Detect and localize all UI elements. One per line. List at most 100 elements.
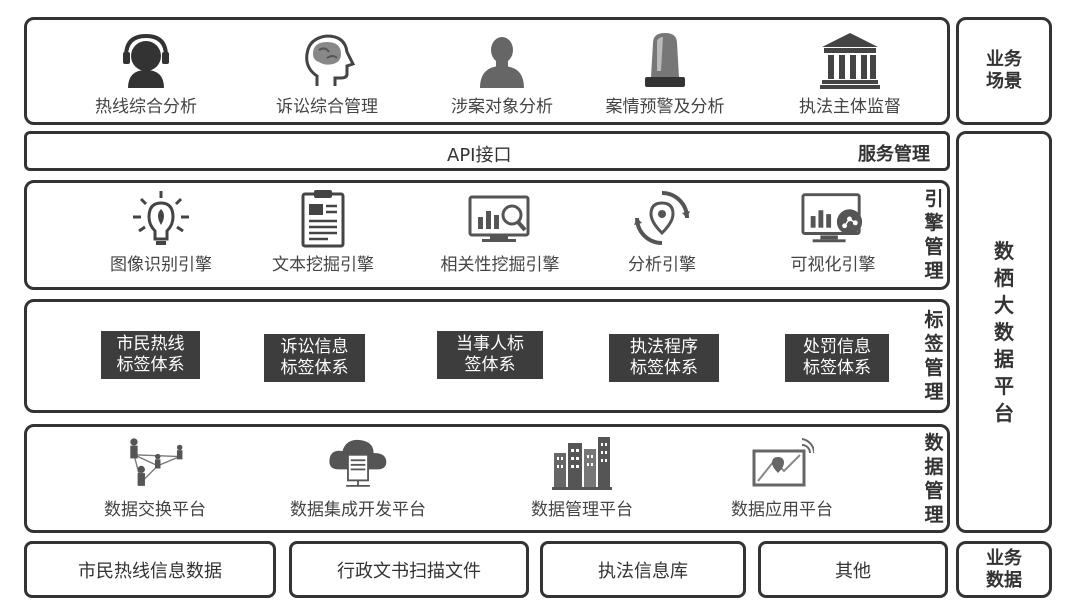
buildings-icon: [550, 433, 614, 493]
tag-line: 市民热线: [116, 334, 185, 354]
data-platform-label: 数据管理平台: [531, 500, 633, 520]
platform-title-char: 据: [994, 346, 1014, 371]
alarm-light-icon: [633, 30, 697, 90]
data-item-integration[interactable]: 数据集成开发平台: [278, 433, 438, 520]
tag-line: 标签体系: [630, 358, 698, 378]
lightbulb-icon: [129, 188, 193, 248]
data-platform-label: 数据交换平台: [104, 500, 206, 520]
scenario-label: 热线综合分析: [95, 97, 197, 117]
engine-label: 可视化引擎: [790, 255, 876, 275]
tag-penalty[interactable]: 处罚信息 标签体系: [785, 334, 889, 382]
data-title-char: 理: [924, 503, 944, 526]
data-management-title: 数 据 管 理: [920, 426, 948, 531]
data-title-char: 数: [924, 431, 944, 454]
scenario-label: 执法主体监督: [799, 97, 901, 117]
platform-panel: [956, 131, 1052, 533]
cloud-server-icon: [326, 433, 390, 493]
platform-title-char: 数: [994, 238, 1014, 263]
engine-item-text-mining[interactable]: 文本挖掘引擎: [258, 188, 388, 275]
tag-party[interactable]: 当事人标 签体系: [437, 331, 543, 379]
data-item-exchange[interactable]: 数据交换平台: [90, 433, 220, 520]
tag-line: 当事人标: [456, 334, 524, 354]
tag-line: 标签体系: [280, 358, 349, 378]
business-data-other[interactable]: 其他: [758, 541, 948, 598]
engine-management-title: 引 擎 管 理: [920, 182, 948, 288]
tag-line: 诉讼信息: [280, 337, 349, 357]
data-platform-label: 数据集成开发平台: [290, 500, 426, 520]
business-data-label: 执法信息库: [598, 560, 688, 582]
scenario-item-litigation[interactable]: 诉讼综合管理: [262, 30, 392, 117]
engine-label: 文本挖掘引擎: [272, 255, 374, 275]
tag-management-title: 标 签 管 理: [920, 303, 948, 409]
engine-title-char: 理: [924, 260, 944, 282]
scenario-item-enforcement[interactable]: 执法主体监督: [785, 30, 915, 117]
data-item-management[interactable]: 数据管理平台: [517, 433, 647, 520]
scenario-side-label: 业务 场景: [956, 17, 1052, 125]
engine-item-analysis[interactable]: 分析引擎: [612, 188, 712, 275]
engine-label: 相关性挖掘引擎: [440, 255, 560, 275]
data-title-char: 管: [924, 479, 944, 502]
platform-title-char: 台: [994, 400, 1014, 425]
platform-title-char: 平: [994, 373, 1014, 398]
tag-title-char: 管: [924, 357, 944, 379]
document-clipboard-icon: [291, 188, 355, 248]
engine-item-correlation-mining[interactable]: 相关性挖掘引擎: [430, 188, 570, 275]
person-icon: [470, 30, 534, 90]
business-data-admin-docs[interactable]: 行政文书扫描文件: [289, 541, 529, 598]
engine-label: 图像识别引擎: [110, 255, 212, 275]
platform-title-char: 数: [994, 319, 1014, 344]
service-panel: [24, 131, 950, 171]
tag-title-char: 签: [924, 333, 944, 355]
data-management-panel: [24, 424, 950, 533]
scenario-side-label-line2: 场景: [986, 71, 1022, 92]
api-interface-label: API接口: [447, 145, 512, 166]
scenario-label: 涉案对象分析: [451, 97, 553, 117]
tag-litigation[interactable]: 诉讼信息 标签体系: [264, 334, 365, 382]
brain-head-icon: [295, 30, 359, 90]
engine-title-char: 管: [924, 236, 944, 258]
tag-line: 签体系: [464, 355, 516, 375]
courthouse-icon: [818, 30, 882, 90]
network-people-icon: [123, 433, 187, 493]
business-data-side-panel: [956, 541, 1052, 598]
scenario-side-panel: [956, 17, 1052, 125]
scenario-item-case-alert[interactable]: 案情预警及分析: [595, 30, 735, 117]
platform-title: 数 栖 大 数 据 平 台: [956, 131, 1052, 533]
engine-label: 分析引擎: [628, 255, 696, 275]
tag-line: 执法程序: [630, 337, 698, 357]
monitor-chart-icon: [801, 188, 865, 248]
cycle-target-icon: [630, 188, 694, 248]
data-item-application[interactable]: 数据应用平台: [717, 433, 847, 520]
platform-title-char: 栖: [994, 265, 1014, 290]
business-data-label: 行政文书扫描文件: [337, 560, 481, 582]
business-data-hotline[interactable]: 市民热线信息数据: [24, 541, 276, 598]
tag-line: 标签体系: [116, 355, 185, 375]
scenario-label: 诉讼综合管理: [276, 97, 378, 117]
tag-title-char: 理: [924, 381, 944, 403]
data-platform-label: 数据应用平台: [731, 500, 833, 520]
tag-hotline[interactable]: 市民热线 标签体系: [101, 331, 200, 379]
engine-item-visualization[interactable]: 可视化引擎: [773, 188, 893, 275]
tag-enforcement-procedure[interactable]: 执法程序 标签体系: [609, 334, 719, 382]
scenario-item-hotline[interactable]: 热线综合分析: [86, 30, 206, 117]
service-management-title: 服务管理: [858, 144, 930, 165]
business-data-side-label-line2: 数据: [986, 569, 1022, 591]
data-title-char: 据: [924, 455, 944, 478]
scenario-label: 案情预警及分析: [605, 97, 725, 117]
map-signal-icon: [750, 433, 814, 493]
business-data-side-label-line1: 业务: [986, 547, 1022, 569]
engine-item-image-recognition[interactable]: 图像识别引擎: [96, 188, 226, 275]
tag-line: 标签体系: [803, 358, 871, 378]
business-data-label: 市民热线信息数据: [78, 560, 222, 582]
business-data-label: 其他: [835, 560, 871, 582]
platform-title-char: 大: [994, 292, 1014, 317]
headset-person-icon: [114, 30, 178, 90]
scenario-side-label-line1: 业务: [986, 49, 1022, 70]
tag-line: 处罚信息: [803, 337, 871, 357]
chart-magnifier-icon: [468, 188, 532, 248]
business-data-enforcement-db[interactable]: 执法信息库: [540, 541, 746, 598]
engine-title-char: 引: [924, 188, 944, 210]
business-data-side-label: 业务 数据: [956, 541, 1052, 598]
scenario-item-case-object[interactable]: 涉案对象分析: [437, 30, 567, 117]
engine-title-char: 擎: [924, 212, 944, 234]
